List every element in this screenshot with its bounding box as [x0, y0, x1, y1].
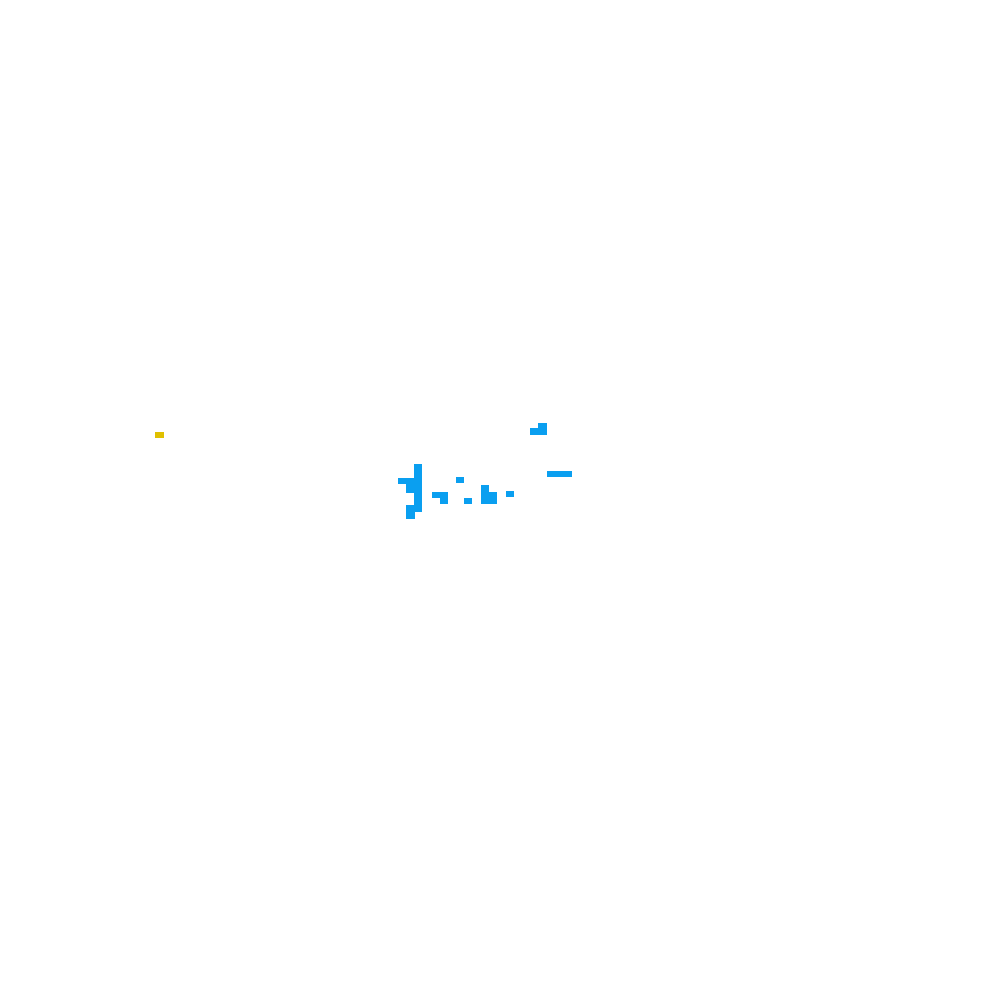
blue-pixel — [432, 492, 448, 498]
blue-pixel — [538, 423, 547, 435]
blue-pixel — [481, 485, 489, 492]
blue-pixel — [406, 505, 415, 519]
blue-pixel — [456, 477, 464, 483]
blue-pixel — [481, 492, 497, 504]
blue-pixel — [440, 497, 448, 504]
blue-pixel — [406, 484, 415, 493]
blue-pixel — [506, 491, 514, 497]
blue-pixel — [530, 428, 540, 435]
blue-pixel — [398, 478, 414, 484]
blue-pixel — [547, 471, 572, 477]
blue-pixel — [414, 464, 422, 512]
yellow-marker — [155, 432, 164, 438]
blue-pixel — [464, 498, 472, 504]
